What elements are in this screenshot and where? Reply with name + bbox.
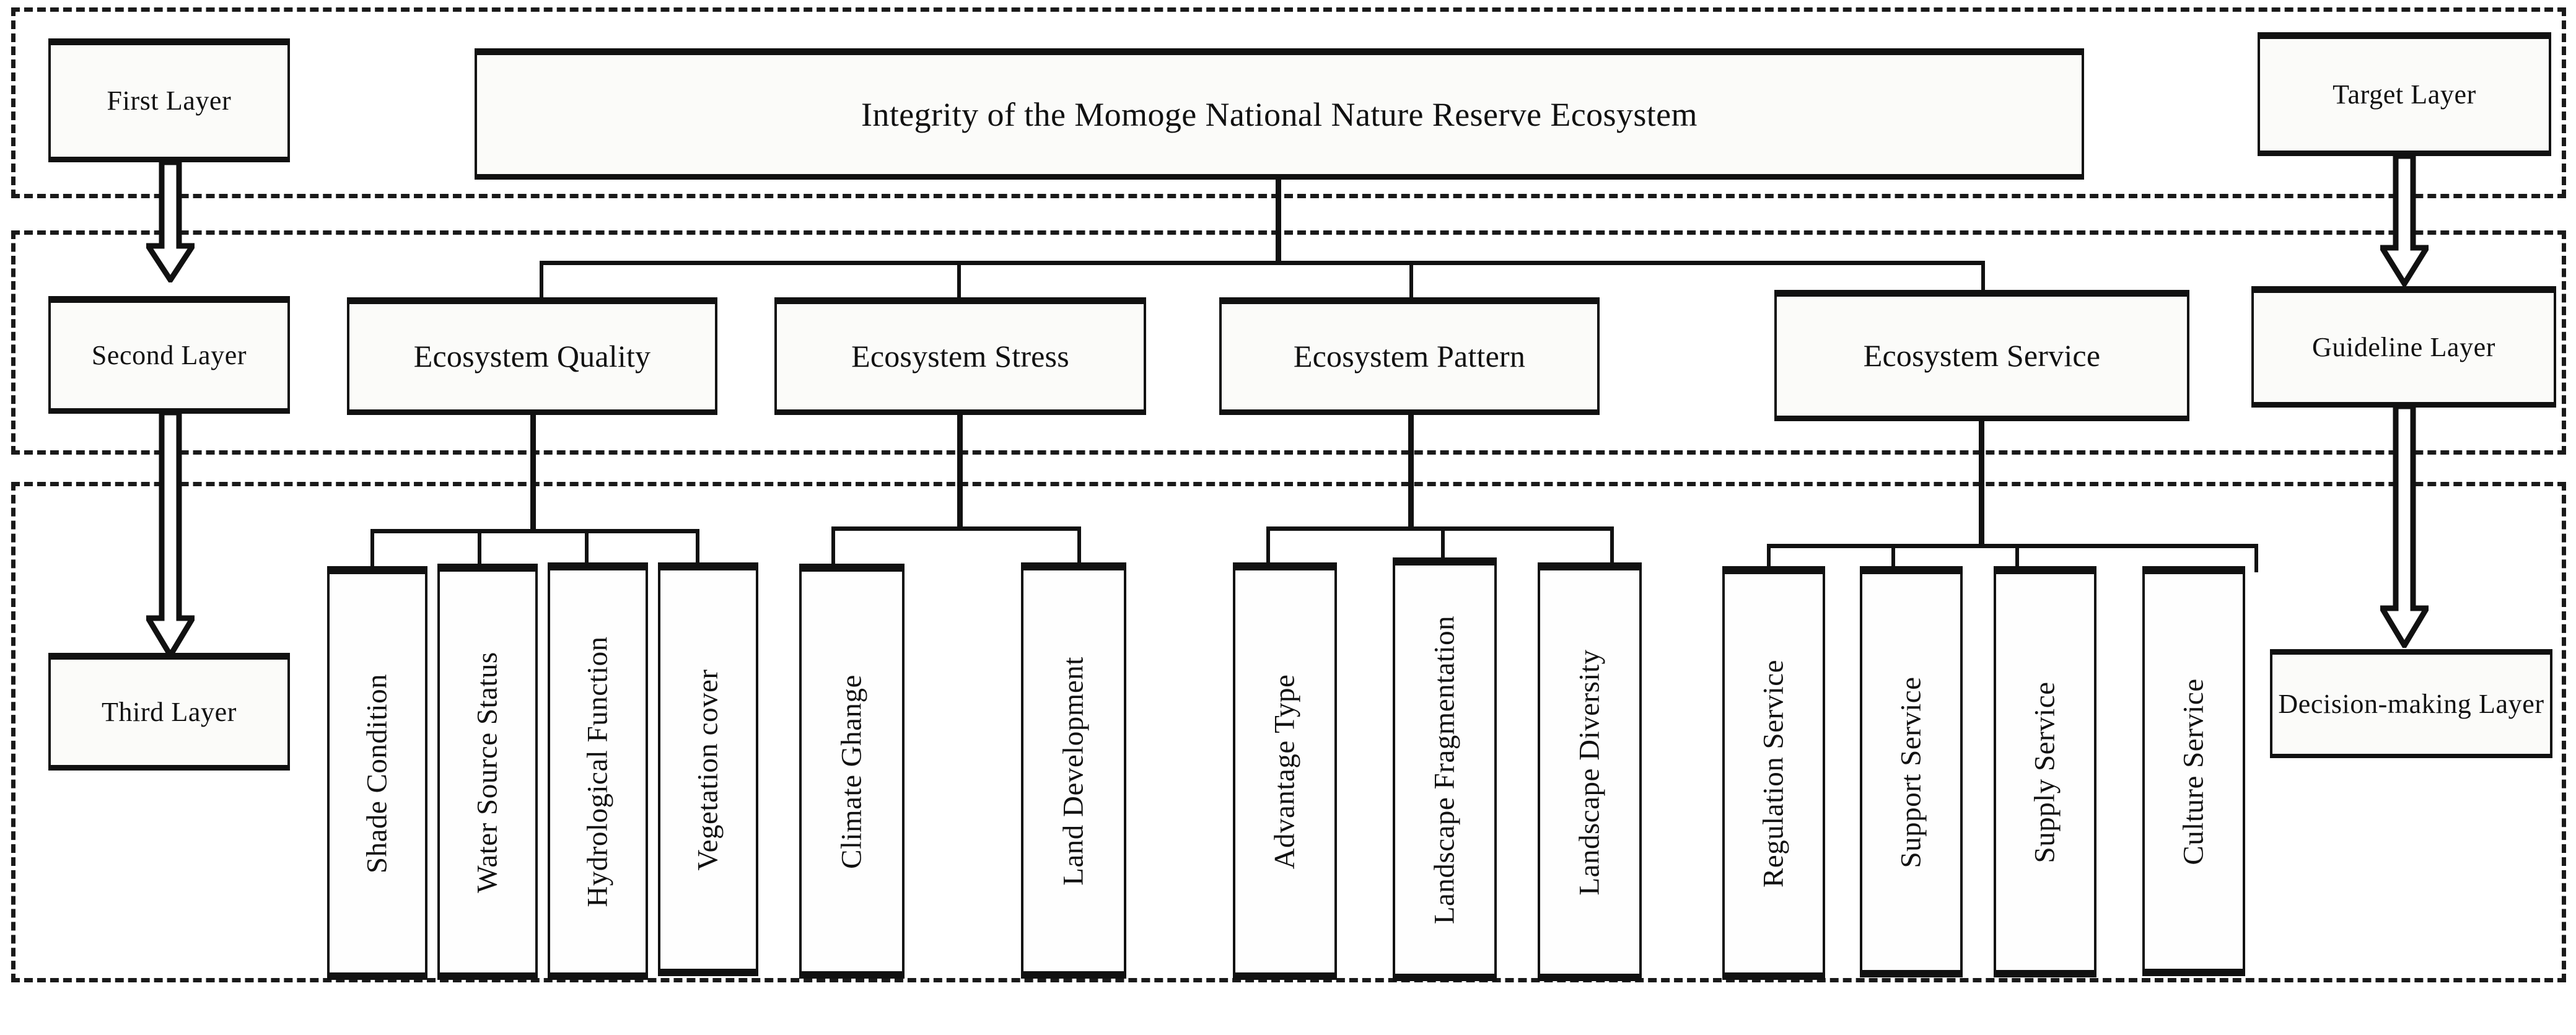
indicator-label-support-service: Support Service	[1895, 676, 1927, 868]
connector-drop-ecosystem-service	[1981, 261, 1985, 299]
indicator-label-landscape-fragmentation: Landscape Fragmentation	[1428, 615, 1461, 924]
right-label-decision-making-layer-text: Decision-making Layer	[2278, 689, 2544, 720]
connector-drop-vegetation-cover	[696, 529, 699, 570]
connector-bus-ecosystem-stress	[833, 526, 1081, 531]
right-label-target-layer: Target Layer	[2258, 32, 2551, 156]
left-label-second-layer: Second Layer	[48, 296, 290, 414]
connector-stem-ecosystem-service	[1979, 420, 1984, 546]
left-label-third-layer: Third Layer	[48, 653, 290, 771]
arrow-second-to-third	[146, 413, 195, 658]
down-arrow-icon	[146, 413, 195, 658]
indicator-label-water-source-status: Water Source Status	[471, 651, 504, 893]
connector-drop-land-development	[1077, 526, 1081, 570]
connector-drop-advantage-type	[1266, 526, 1270, 570]
connector-drop-landscape-fragmentation	[1441, 526, 1445, 570]
connector-drop-culture-service	[2254, 544, 2258, 572]
indicator-label-regulation-service: Regulation Service	[1757, 659, 1790, 888]
root-title-text: Integrity of the Momoge National Nature …	[861, 95, 1698, 133]
left-label-third-layer-text: Third Layer	[102, 696, 237, 727]
connector-drop-hydrological-function	[585, 529, 589, 570]
right-label-decision-making-layer: Decision-making Layer	[2270, 649, 2552, 758]
right-label-target-layer-text: Target Layer	[2333, 79, 2476, 110]
down-arrow-icon	[2380, 156, 2429, 286]
band-target-layer	[11, 7, 2566, 198]
right-label-guideline-layer-text: Guideline Layer	[2311, 331, 2496, 362]
connector-drop-regulation-service	[1767, 544, 1771, 572]
indicator-box-vegetation-cover: Vegetation cover	[658, 562, 758, 976]
connector-drop-water-source-status	[478, 529, 481, 570]
criteria-box-ecosystem-service: Ecosystem Service	[1774, 290, 2189, 421]
connector-drop-support-service	[1891, 544, 1895, 572]
indicator-box-advantage-type: Advantage Type	[1233, 562, 1337, 980]
connector-level2-bus	[541, 261, 1985, 265]
criteria-box-ecosystem-stress: Ecosystem Stress	[774, 297, 1146, 415]
criteria-label-ecosystem-pattern: Ecosystem Pattern	[1293, 339, 1526, 374]
indicator-label-land-development: Land Development	[1057, 656, 1090, 886]
connector-bus-ecosystem-service	[1769, 544, 2258, 548]
left-label-second-layer-text: Second Layer	[91, 339, 247, 370]
criteria-box-ecosystem-quality: Ecosystem Quality	[347, 297, 717, 415]
indicator-label-landscape-diversity: Landscape Diversity	[1573, 649, 1606, 896]
connector-stem-ecosystem-stress	[957, 414, 963, 529]
indicator-label-supply-service: Supply Service	[2028, 681, 2061, 863]
indicator-box-supply-service: Supply Service	[1994, 566, 2096, 977]
indicator-box-regulation-service: Regulation Service	[1722, 566, 1825, 980]
indicator-label-hydrological-function: Hydrological Function	[581, 635, 614, 907]
indicator-box-landscape-fragmentation: Landscape Fragmentation	[1393, 557, 1497, 981]
band-guideline-layer	[11, 230, 2566, 455]
connector-drop-ecosystem-pattern	[1409, 261, 1413, 299]
arrow-guideline-to-decision	[2380, 406, 2429, 648]
down-arrow-icon	[2380, 406, 2429, 648]
connector-root-stem	[1276, 180, 1281, 264]
connector-stem-ecosystem-pattern	[1408, 414, 1414, 529]
indicator-label-shade-condition: Shade Condition	[361, 673, 393, 873]
indicator-box-climate-ghange: Climate Ghange	[799, 564, 905, 979]
connector-drop-ecosystem-stress	[957, 261, 961, 299]
indicator-label-climate-ghange: Climate Ghange	[835, 674, 868, 869]
indicator-label-vegetation-cover: Vegetation cover	[691, 668, 724, 871]
indicator-box-hydrological-function: Hydrological Function	[548, 562, 648, 980]
criteria-box-ecosystem-pattern: Ecosystem Pattern	[1219, 297, 1600, 415]
band-decision-layer	[11, 482, 2566, 982]
connector-stem-ecosystem-quality	[530, 414, 536, 531]
indicator-box-support-service: Support Service	[1860, 566, 1963, 977]
arrow-target-to-guideline	[2380, 156, 2429, 286]
connector-drop-supply-service	[2015, 544, 2019, 572]
down-arrow-icon	[146, 162, 195, 282]
left-label-first-layer-text: First Layer	[107, 85, 232, 116]
criteria-label-ecosystem-service: Ecosystem Service	[1863, 338, 2101, 373]
indicator-box-shade-condition: Shade Condition	[327, 566, 427, 980]
indicator-box-culture-service: Culture Service	[2142, 566, 2245, 976]
arrow-first-to-second	[146, 162, 195, 282]
right-label-guideline-layer: Guideline Layer	[2251, 286, 2556, 408]
indicator-label-advantage-type: Advantage Type	[1268, 674, 1301, 869]
connector-drop-landscape-diversity	[1610, 526, 1614, 570]
indicator-box-water-source-status: Water Source Status	[437, 564, 538, 980]
connector-bus-ecosystem-quality	[372, 529, 699, 533]
connector-drop-shade-condition	[370, 529, 374, 570]
connector-drop-ecosystem-quality	[540, 261, 543, 299]
criteria-label-ecosystem-quality: Ecosystem Quality	[413, 339, 651, 374]
left-label-first-layer: First Layer	[48, 38, 290, 162]
indicator-label-culture-service: Culture Service	[2177, 678, 2210, 865]
connector-drop-climate-ghange	[831, 526, 835, 570]
criteria-label-ecosystem-stress: Ecosystem Stress	[851, 339, 1069, 374]
root-title-box: Integrity of the Momoge National Nature …	[475, 48, 2084, 180]
indicator-box-land-development: Land Development	[1021, 562, 1126, 979]
indicator-box-landscape-diversity: Landscape Diversity	[1538, 562, 1642, 981]
